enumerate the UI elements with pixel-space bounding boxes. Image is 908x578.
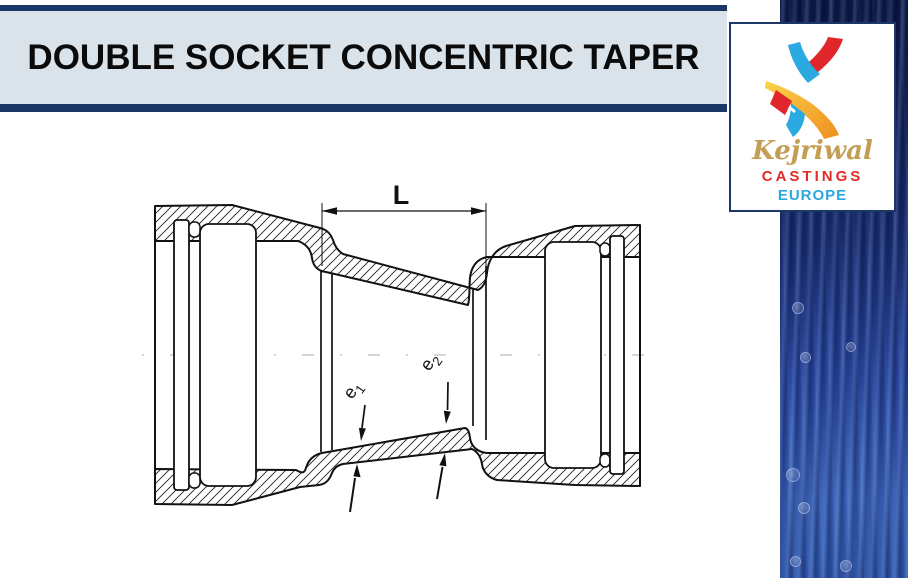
logo-europe-text: EUROPE xyxy=(777,187,848,204)
right-gasket-ring xyxy=(609,235,625,475)
logo-castings-text: CASTINGS xyxy=(761,168,864,185)
top-wall-section xyxy=(154,204,641,306)
lower-pointer-arrows xyxy=(349,453,447,513)
e1-label: e1 xyxy=(339,377,369,405)
left-seal-bump-bottom xyxy=(188,472,201,489)
bubble xyxy=(798,502,810,514)
e1-arrow-head xyxy=(358,427,366,441)
e2-arrow-head xyxy=(443,410,451,424)
logo-name-text: Kejriwal xyxy=(752,136,873,166)
bubble xyxy=(792,302,804,314)
right-gasket-cavity xyxy=(544,241,602,469)
bubble xyxy=(800,352,811,363)
dimension-L: L xyxy=(321,180,487,266)
page-title: DOUBLE SOCKET CONCENTRIC TAPER xyxy=(27,37,700,77)
bubble xyxy=(840,560,852,572)
e1-arrow-shaft xyxy=(361,404,366,429)
left-seal-bump-top xyxy=(188,221,201,238)
dimension-L-label: L xyxy=(393,180,410,210)
lower-arrow-left-head xyxy=(353,464,361,478)
company-logo-card: Kejriwal CASTINGS EUROPE xyxy=(729,22,896,212)
bottom-wall-section xyxy=(154,427,641,506)
bubble xyxy=(790,556,801,567)
left-gasket-ring xyxy=(173,219,190,491)
lower-arrow-right-head xyxy=(439,453,447,467)
right-seal-bump-top xyxy=(599,242,611,257)
dim-arrow-left xyxy=(322,207,337,215)
bubble xyxy=(846,342,856,352)
interwoven-ribbon-k-icon xyxy=(765,37,843,139)
left-gasket-cavity xyxy=(199,223,257,487)
thickness-callout-e1: e1 xyxy=(339,377,369,441)
lower-arrow-right-shaft xyxy=(436,466,444,500)
e2-arrow-shaft xyxy=(446,381,449,411)
lower-arrow-left-shaft xyxy=(349,477,356,513)
e2-label: e2 xyxy=(416,349,446,377)
dim-arrow-right xyxy=(471,207,486,215)
title-banner: DOUBLE SOCKET CONCENTRIC TAPER xyxy=(0,5,727,112)
thickness-callout-e2: e2 xyxy=(416,349,451,424)
right-seal-bump-bottom xyxy=(599,453,611,468)
bubble xyxy=(786,468,800,482)
